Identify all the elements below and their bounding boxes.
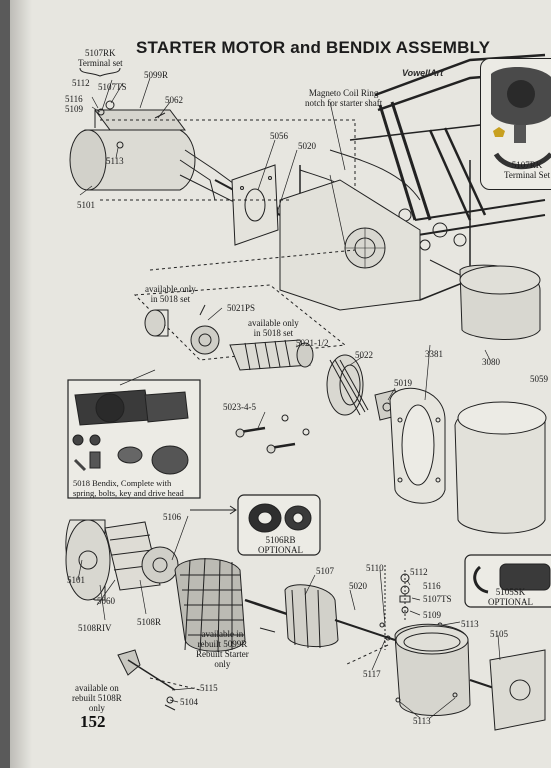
- label-5107RK-inset: 5107RK Terminal Set: [504, 160, 551, 180]
- bendix-photo-art: [72, 389, 189, 475]
- label-5105SK: 5105SK OPTIONAL: [488, 587, 533, 607]
- label-5112-top: 5112: [72, 78, 90, 88]
- label-available-5108R: available on rebuilt 5108R only: [72, 683, 122, 713]
- label-5109-top: 5109: [65, 104, 83, 114]
- label-5021PS: 5021PS: [227, 303, 256, 313]
- label-5110: 5110: [366, 563, 384, 573]
- label-5062: 5062: [165, 95, 183, 105]
- label-5107TS-top: 5107TS: [98, 82, 127, 92]
- cover-3080: [429, 259, 547, 534]
- label-5022: 5022: [355, 350, 373, 360]
- label-5056: 5056: [270, 131, 288, 141]
- label-3381: 3381: [425, 349, 443, 359]
- terminal-set-photo: [491, 67, 551, 170]
- gasket-5056: [231, 164, 279, 246]
- label-5115: 5115: [200, 683, 218, 693]
- leader-lines: [77, 77, 501, 719]
- label-5112-bottom: 5112: [410, 567, 428, 577]
- label-5059: 5059: [530, 374, 548, 384]
- label-5108RIV: 5108RIV: [78, 623, 112, 633]
- page-number: 152: [80, 712, 106, 731]
- terminal-hardware: [379, 565, 443, 650]
- terminal-set-photo-inset: [480, 58, 551, 190]
- page-title: STARTER MOTOR and BENDIX ASSEMBLY: [136, 38, 491, 57]
- label-5106: 5106: [163, 512, 181, 522]
- label-5107TS-bottom: 5107TS: [423, 594, 452, 604]
- magneto-housing: [279, 174, 421, 311]
- label-5116-top: 5116: [65, 94, 83, 104]
- label-available-5099R: available in rebuilt 5099R Rebuilt Start…: [196, 629, 249, 669]
- label-5116-bottom: 5116: [423, 581, 441, 591]
- brand-mark: VowellArt: [402, 68, 444, 78]
- label-5113-top: 5113: [106, 156, 124, 166]
- brush-holder-5108R: [104, 521, 179, 591]
- binding-gutter: [10, 0, 32, 768]
- gasket-3381: [389, 387, 446, 504]
- label-5107RK-left: 5107RK Terminal set: [78, 48, 123, 68]
- label-5021-half: 5021-1/2: [296, 338, 329, 348]
- label-5099R: 5099R: [144, 70, 169, 80]
- label-5060: 5060: [97, 596, 115, 606]
- armature-5107: [174, 557, 396, 653]
- field-housing: [344, 623, 546, 731]
- starter-motor-top: [69, 100, 281, 223]
- label-5113-mid: 5113: [461, 619, 479, 629]
- label-5107: 5107: [316, 566, 334, 576]
- label-5020-bottom: 5020: [349, 581, 367, 591]
- label-5101-bottom: 5101: [67, 575, 85, 585]
- label-5109-bottom: 5109: [423, 610, 441, 620]
- label-5023-4-5: 5023-4-5: [223, 402, 256, 412]
- label-3080: 3080: [482, 357, 500, 367]
- label-5105: 5105: [490, 629, 508, 639]
- label-5106RB: 5106RB OPTIONAL: [258, 535, 303, 555]
- label-available-5018-left: available only in 5018 set: [145, 284, 196, 304]
- bendix-caption: 5018 Bendix, Complete with spring, bolts…: [73, 478, 184, 498]
- end-plate-5101: [65, 519, 111, 601]
- label-5117: 5117: [363, 669, 381, 679]
- label-5104: 5104: [180, 697, 198, 707]
- magneto-note: Magneto Coil Ring notch for starter shaf…: [305, 88, 383, 108]
- label-5019: 5019: [394, 378, 412, 388]
- bendix-parts: [133, 284, 401, 454]
- label-5113-bottom: 5113: [413, 716, 431, 726]
- label-5020-top: 5020: [298, 141, 316, 151]
- label-5101-top: 5101: [77, 200, 95, 210]
- label-available-5018-mid: available only in 5018 set: [248, 318, 299, 338]
- label-5108R: 5108R: [137, 617, 162, 627]
